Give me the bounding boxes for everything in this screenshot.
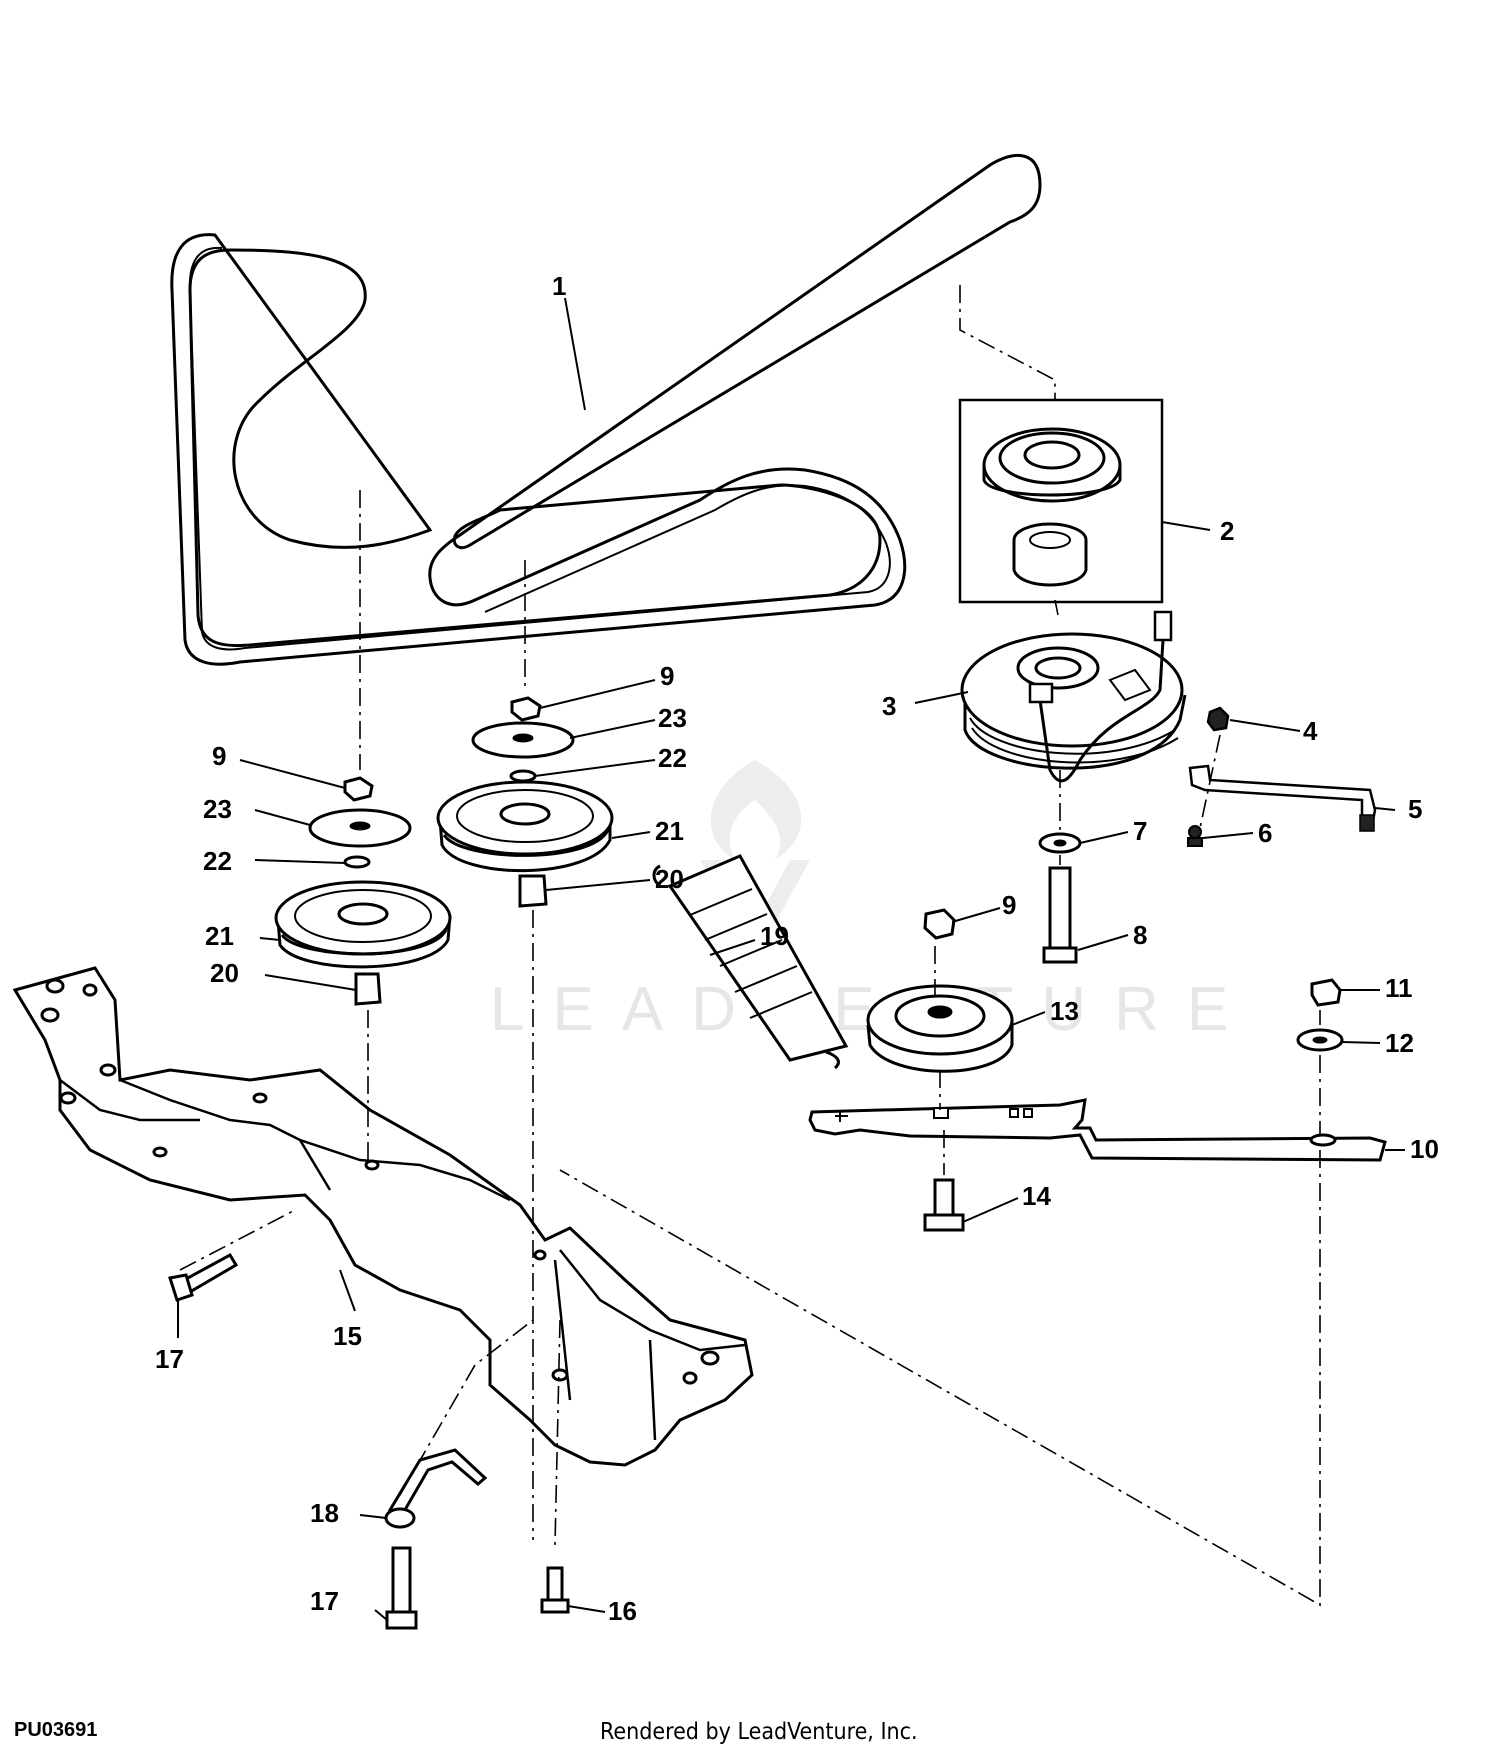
callout-11: 11: [1385, 973, 1413, 1003]
nut-and-washer-right: [1296, 978, 1344, 1052]
callout-1: 1: [552, 271, 566, 301]
v-belt: [170, 153, 1042, 666]
clutch-pulley-assembly: [958, 398, 1164, 604]
callout-21-center: 21: [655, 816, 684, 846]
extension-spring: [652, 854, 849, 1070]
shoulder-bolt: [923, 1178, 965, 1232]
idler-pulley-center: [436, 721, 614, 908]
callout-22-left: 22: [203, 846, 232, 876]
callout-12: 12: [1385, 1028, 1414, 1058]
idler-arm: [808, 1098, 1387, 1162]
callout-9-right: 9: [1002, 890, 1016, 920]
callout-leader-lines: [177, 297, 1405, 1621]
callout-23-center: 23: [658, 703, 687, 733]
callout-15: 15: [333, 1321, 362, 1351]
flange-nut-group: [343, 696, 956, 940]
callout-14: 14: [1022, 1181, 1051, 1211]
render-credit: Rendered by LeadVenture, Inc.: [600, 1719, 918, 1745]
callout-9-center: 9: [660, 661, 674, 691]
callout-19: 19: [760, 921, 789, 951]
callout-4: 4: [1303, 716, 1318, 746]
mounting-bracket: [12, 966, 754, 1467]
callout-9-left: 9: [212, 741, 226, 771]
callout-2: 2: [1220, 516, 1234, 546]
callout-22-center: 22: [658, 743, 687, 773]
callout-7: 7: [1133, 816, 1147, 846]
callout-16: 16: [608, 1596, 637, 1626]
callout-6: 6: [1258, 818, 1272, 848]
washer-and-bolt-center: [1038, 832, 1082, 964]
callout-8: 8: [1133, 920, 1147, 950]
callout-5: 5: [1408, 794, 1422, 824]
electric-pto-clutch: [960, 610, 1187, 783]
idler-pulley-right: [866, 984, 1014, 1073]
callout-20-center: 20: [655, 864, 684, 894]
hardware-right-upper: [1187, 706, 1377, 847]
idler-pulley-left: [274, 808, 452, 1006]
callout-13: 13: [1050, 996, 1079, 1026]
callout-18: 18: [310, 1498, 339, 1528]
callout-20-left: 20: [210, 958, 239, 988]
callout-labels: 1 2 3 4 5 6 7 8 9 9 9 10 11 12 13 14 15 …: [155, 271, 1439, 1626]
callout-17-lower: 17: [310, 1586, 339, 1616]
callout-21-left: 21: [205, 921, 234, 951]
callout-23-left: 23: [203, 794, 232, 824]
watermark-text: LEADVENTURE: [490, 975, 1256, 1044]
callout-17-upper: 17: [155, 1344, 184, 1374]
callout-3: 3: [882, 691, 896, 721]
bolts-lower: [168, 1252, 570, 1630]
assembly-centerlines: [179, 285, 1321, 1607]
callout-10: 10: [1410, 1134, 1439, 1164]
figure-code: PU03691: [14, 1719, 98, 1741]
